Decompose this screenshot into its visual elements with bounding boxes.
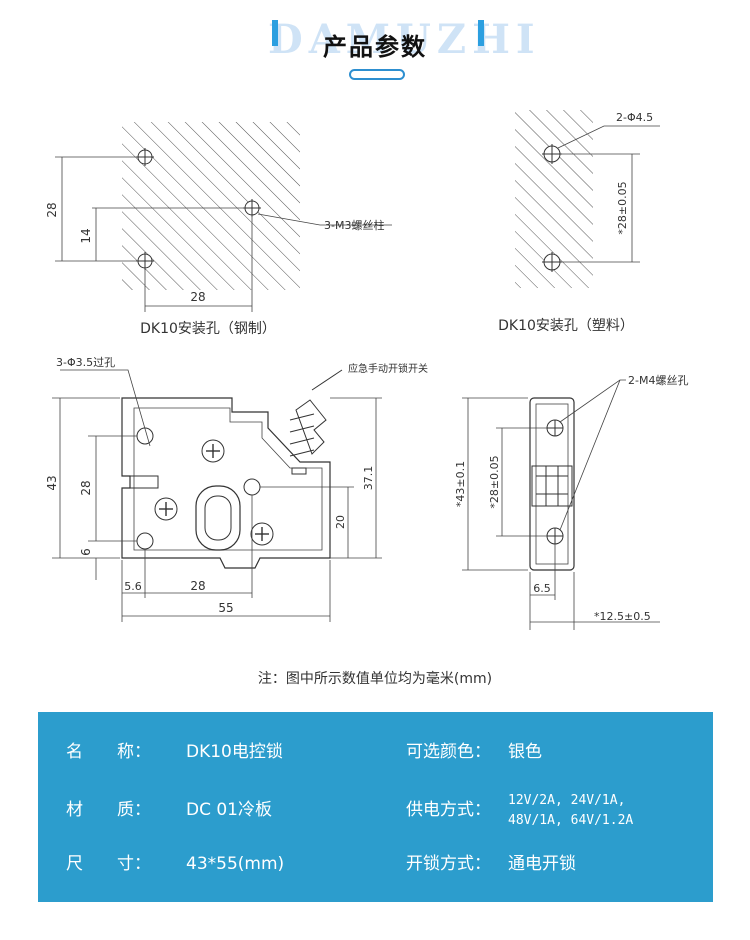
dim-28-left: 28 xyxy=(45,202,59,217)
spec-name-label: 名 称： xyxy=(66,742,151,762)
title-underline xyxy=(349,69,405,80)
brand-watermark: DAMUZHI xyxy=(268,16,541,63)
dim-star-28-005: *28±0.05 xyxy=(616,181,629,234)
label-manual-switch: 应急手动开锁开关 xyxy=(348,362,428,375)
spec-material-label: 材 质： xyxy=(66,800,151,820)
spec-power-value-line2: 48V/1A, 64V/1.2A xyxy=(508,813,634,828)
label-phi35: 3-Φ3.5过孔 xyxy=(56,356,115,369)
spec-power-label: 供电方式： xyxy=(406,800,491,820)
dim-28-bottom: 28 xyxy=(190,290,205,304)
lock-side-view: *43±0.1 *28±0.05 6.5 *12.5±0.5 2-M4螺丝孔 xyxy=(454,374,688,630)
steel-caption: DK10安装孔（钢制） xyxy=(140,321,276,337)
technical-drawing: 28 14 28 3-M3螺丝柱 DK10安装孔（钢制） 2-Φ4.5 *28±… xyxy=(45,110,688,630)
page-title: 产品参数 xyxy=(323,33,427,61)
dim-37-1: 37.1 xyxy=(362,466,375,491)
dim-6: 6 xyxy=(79,548,93,556)
dim-20: 20 xyxy=(334,515,347,529)
manual-release-spring xyxy=(295,399,327,455)
dim-star-28-005-side: *28±0.05 xyxy=(488,455,501,508)
dim-43: 43 xyxy=(45,475,59,490)
unit-note: 注：图中所示数值单位均为毫米(mm) xyxy=(257,671,493,687)
spec-size-value: 43*55(mm) xyxy=(186,854,285,874)
lock-front-view: 43 28 6 5.6 28 55 37.1 20 3-Φ3.5过孔 应急手动开… xyxy=(45,356,428,622)
spec-size-label: 尺 寸： xyxy=(66,854,151,874)
plastic-mount-diagram: 2-Φ4.5 *28±0.05 DK10安装孔（塑料） xyxy=(498,110,660,334)
spec-material-value: DC 01冷板 xyxy=(186,800,272,820)
spec-unlock-label: 开锁方式： xyxy=(406,854,491,874)
label-phi45: 2-Φ4.5 xyxy=(616,111,653,124)
spec-panel: 名 称： DK10电控锁 材 质： DC 01冷板 尺 寸： 43*55(mm)… xyxy=(38,712,713,902)
spec-unlock-value: 通电开锁 xyxy=(508,854,576,874)
label-m4-holes: 2-M4螺丝孔 xyxy=(628,374,688,387)
spec-power-value-line1: 12V/2A, 24V/1A, xyxy=(508,793,626,808)
accent-stripe-left xyxy=(272,20,278,46)
dim-28-front-bottom: 28 xyxy=(190,579,205,593)
dim-55: 55 xyxy=(218,601,233,615)
label-m3-posts: 3-M3螺丝柱 xyxy=(324,218,384,232)
dim-28-front: 28 xyxy=(79,480,93,495)
dim-6-5: 6.5 xyxy=(533,582,551,595)
spec-color-value: 银色 xyxy=(508,742,542,762)
header: DAMUZHI 产品参数 xyxy=(0,0,750,90)
spec-name-value: DK10电控锁 xyxy=(186,742,283,762)
dim-14: 14 xyxy=(79,228,93,243)
accent-stripe-right xyxy=(478,20,484,46)
spec-color-label: 可选颜色： xyxy=(406,742,491,762)
dim-5-6: 5.6 xyxy=(124,580,142,593)
dim-star-43-01: *43±0.1 xyxy=(454,461,467,507)
side-body-outline xyxy=(529,397,575,571)
plastic-caption: DK10安装孔（塑料） xyxy=(498,318,634,334)
dim-star-12-5: *12.5±0.5 xyxy=(594,610,651,623)
steel-mount-diagram: 28 14 28 3-M3螺丝柱 DK10安装孔（钢制） xyxy=(45,122,392,337)
